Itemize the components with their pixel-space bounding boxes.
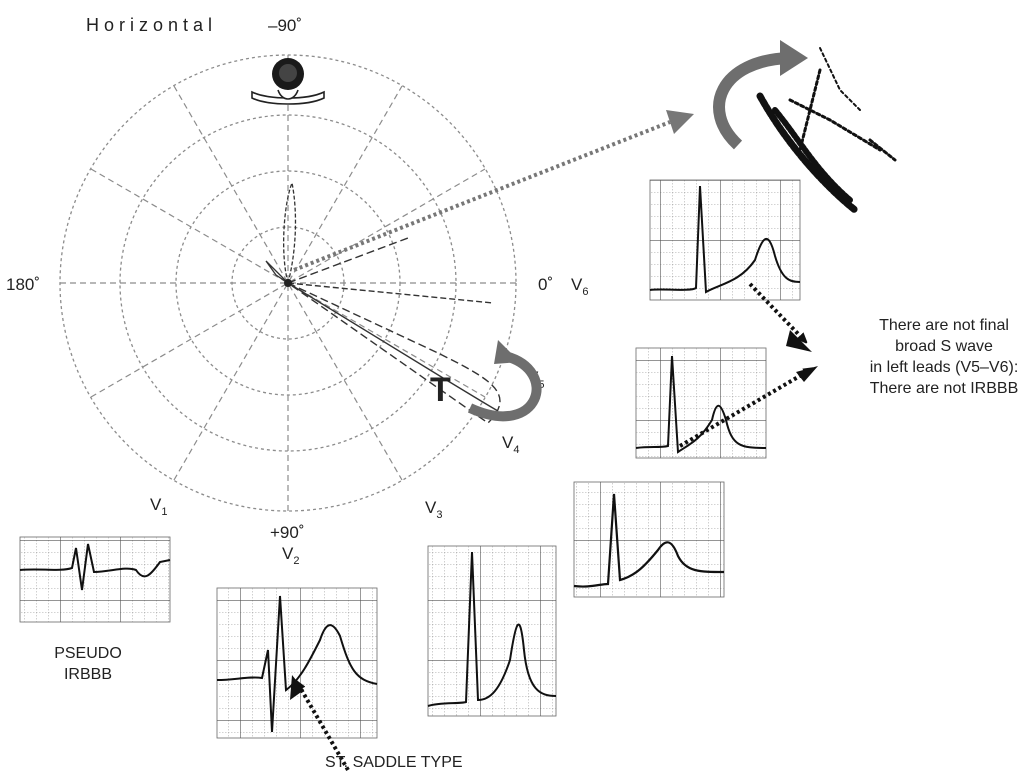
ecg-strip-v4 bbox=[573, 481, 725, 598]
st-saddle-label: ST. SADDLE TYPE bbox=[325, 754, 463, 771]
ecg-strip-v1 bbox=[19, 536, 171, 623]
lead-v1-label: V1 bbox=[150, 495, 167, 518]
polar-diagram bbox=[59, 54, 517, 512]
angle-bottom-label: +90˚ bbox=[270, 523, 305, 542]
zoomed-loop-detail bbox=[756, 47, 897, 214]
rotation-arrow-top bbox=[713, 40, 808, 150]
svg-text:PSEUDO: PSEUDO bbox=[54, 645, 122, 662]
ecg-strip-v6 bbox=[649, 179, 801, 301]
head-icon bbox=[251, 58, 325, 105]
ecg-strip-v2 bbox=[216, 587, 378, 739]
svg-text:IRBBB: IRBBB bbox=[64, 666, 112, 683]
irbbb-note: There are not final broad S wave in left… bbox=[853, 315, 1035, 399]
svg-text:V4: V4 bbox=[502, 433, 519, 456]
note-line-1: There are not final bbox=[879, 317, 1009, 334]
pseudo-irbbb-label: PSEUDO IRBBB bbox=[54, 645, 122, 683]
ecg-strip-v5 bbox=[635, 347, 767, 459]
horizontal-plane-label: Horizontal bbox=[86, 15, 217, 35]
svg-text:V2: V2 bbox=[282, 544, 299, 567]
svg-text:V6: V6 bbox=[571, 275, 588, 298]
svg-text:V1: V1 bbox=[150, 495, 167, 518]
note-line-3: in left leads (V5–V6): bbox=[869, 359, 1019, 376]
note-line-2: broad S wave bbox=[895, 338, 993, 355]
angle-top-label: –90˚ bbox=[268, 16, 302, 35]
t-loop-label: T bbox=[430, 371, 451, 409]
angle-left-label: 180˚ bbox=[6, 275, 40, 294]
note-line-4: There are not IRBBB bbox=[869, 380, 1019, 397]
arrowhead-v6 bbox=[786, 330, 812, 352]
arrowhead-v5 bbox=[796, 366, 818, 382]
lead-v3-label: V3 bbox=[425, 498, 442, 521]
ecg-strip-v3 bbox=[427, 545, 557, 717]
svg-text:V3: V3 bbox=[425, 498, 442, 521]
angle-right-label: 0˚ bbox=[538, 275, 553, 294]
qrs-loop bbox=[265, 180, 297, 286]
rotation-arrow-v5 bbox=[467, 340, 542, 422]
lead-v6-label: V6 bbox=[571, 275, 588, 298]
lead-v2-label: V2 bbox=[282, 544, 299, 567]
radial-lines bbox=[60, 55, 516, 511]
arrowhead-st bbox=[290, 675, 304, 700]
pointer-arrows bbox=[298, 282, 810, 772]
zoom-arrow bbox=[293, 110, 694, 272]
loop-origin bbox=[284, 279, 292, 287]
t-loop bbox=[287, 237, 501, 424]
lead-v4-label: V4 bbox=[502, 433, 519, 456]
